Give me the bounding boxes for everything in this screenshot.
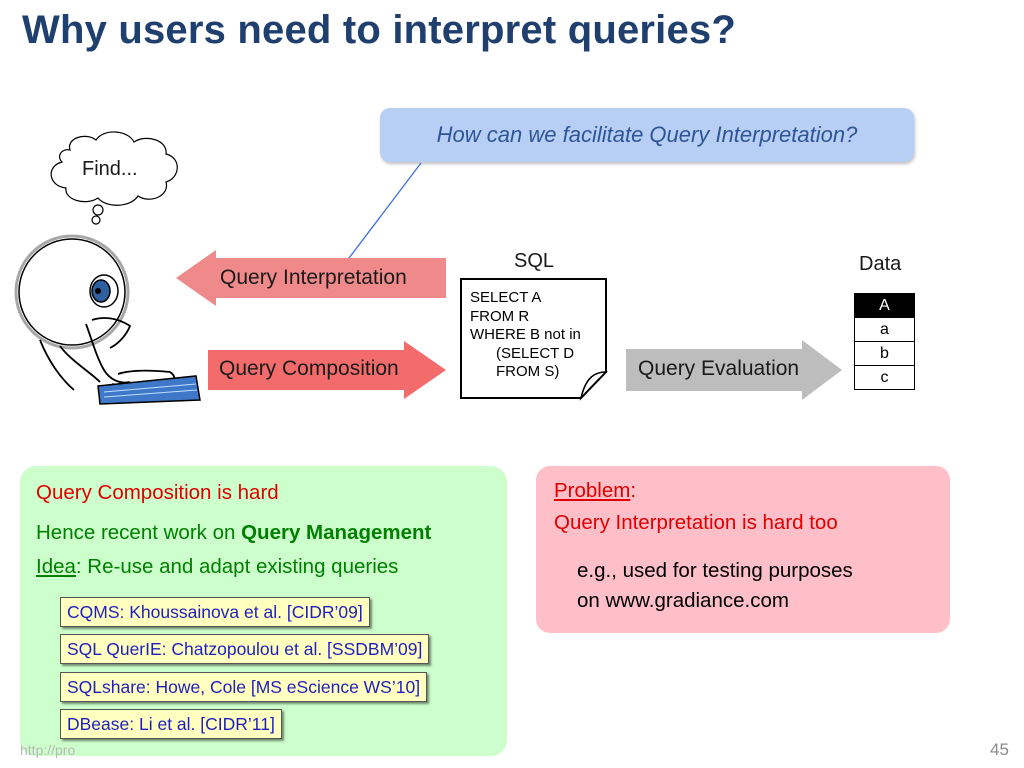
callout-question: How can we facilitate Query Interpretati…	[380, 108, 914, 162]
query-evaluation-arrow	[626, 340, 842, 400]
reference-dbease: DBease: Li et al. [CIDR’11]	[60, 709, 282, 739]
query-interpretation-label: Query Interpretation	[220, 266, 407, 289]
composition-hard-text: Query Composition is hard	[36, 481, 279, 504]
red-panel	[536, 466, 950, 633]
thought-bubble	[50, 131, 178, 225]
idea-label: Idea	[36, 555, 76, 578]
example-line-2: on www.gradiance.com	[577, 589, 789, 612]
user-figure	[14, 234, 201, 405]
problem-heading: Problem:	[554, 479, 636, 503]
idea-line: Idea: Re-use and adapt existing queries	[36, 555, 398, 579]
idea-text: : Re-use and adapt existing queries	[75, 555, 399, 578]
data-table-cell: a	[854, 317, 915, 342]
reference-cqms: CQMS: Khoussainova et al. [CIDR’09]	[60, 597, 370, 627]
sql-line: WHERE B not in	[470, 326, 581, 343]
keyboard	[97, 375, 201, 405]
data-label: Data	[859, 253, 902, 275]
callout-pointer-line	[342, 162, 422, 267]
data-table-cell: b	[854, 341, 915, 366]
sql-line: (SELECT D	[496, 344, 575, 362]
query-management-bold: Query Management	[241, 521, 432, 544]
query-composition-label: Query Composition	[219, 357, 399, 380]
data-table-header: A	[854, 293, 915, 318]
query-interpretation-arrow	[176, 250, 446, 306]
sql-line: SELECT A	[470, 289, 542, 306]
slide-title: Why users need to interpret queries?	[22, 8, 737, 52]
sql-code: SELECT A FROM R WHERE B not in (SELECT D…	[470, 289, 581, 382]
query-management-line: Hence recent work on Query Management	[36, 521, 431, 545]
query-management-prefix: Hence recent work on	[36, 521, 242, 544]
sql-line: FROM R	[470, 307, 530, 325]
problem-colon: :	[630, 479, 637, 502]
data-table: A a b c	[854, 293, 915, 390]
example-line-1: e.g., used for testing purposes	[577, 559, 853, 582]
problem-label: Problem	[554, 479, 631, 502]
sql-line: FROM S)	[496, 363, 560, 380]
query-composition-arrow	[208, 341, 446, 399]
reference-sqlshare: SQLshare: Howe, Cole [MS eScience WS’10]	[60, 672, 428, 702]
page-number: 45	[990, 740, 1009, 759]
query-evaluation-label: Query Evaluation	[638, 357, 800, 380]
problem-line: Query Interpretation is hard too	[554, 511, 838, 534]
thought-bubble-text: Find...	[82, 158, 138, 180]
data-table-cell: c	[854, 365, 915, 390]
footer-url[interactable]: http://pro	[20, 742, 76, 758]
sql-label: SQL	[514, 250, 555, 272]
reference-sql-querie: SQL QuerIE: Chatzopoulou et al. [SSDBM’0…	[60, 634, 430, 664]
